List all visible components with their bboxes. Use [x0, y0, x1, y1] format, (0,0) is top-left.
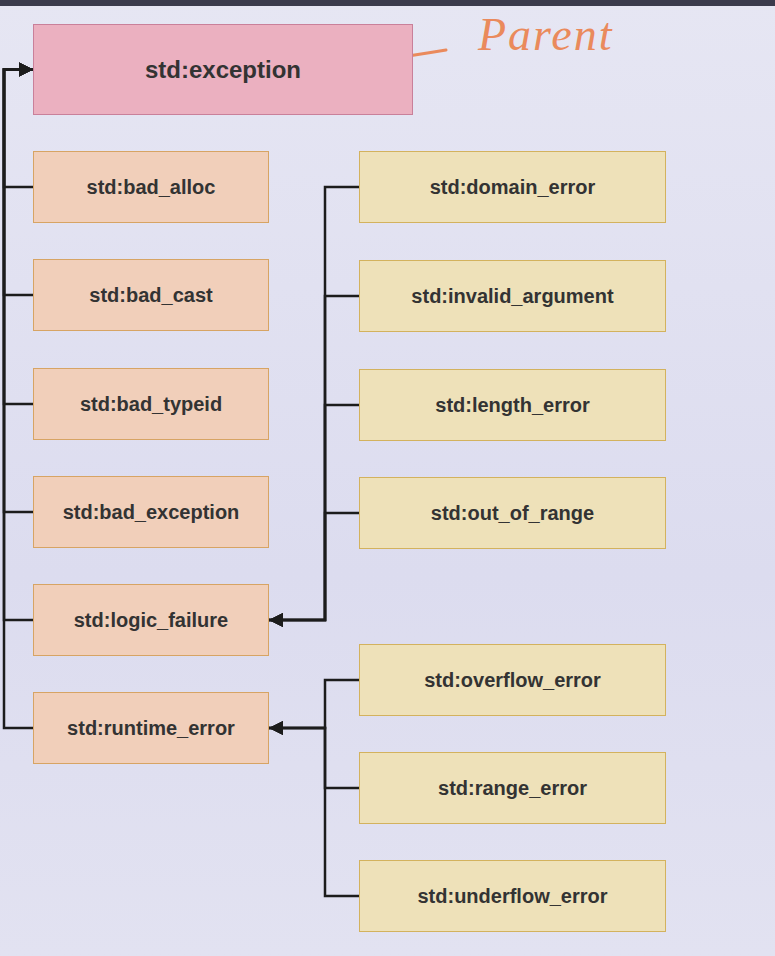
- class-name: std:out_of_range: [431, 502, 594, 525]
- handwritten-note: Parent: [478, 8, 614, 61]
- parent-class-box: std:exception: [33, 24, 413, 115]
- exception-class-box: std:bad_cast: [33, 259, 269, 331]
- inheritance-connector: [4, 70, 33, 296]
- arrow-head: [269, 613, 283, 627]
- exception-class-box: std:logic_failure: [33, 584, 269, 656]
- inheritance-connector: [4, 70, 33, 188]
- inheritance-connector: [4, 70, 33, 405]
- exception-class-box: std:range_error: [359, 752, 666, 824]
- top-bar: [0, 0, 775, 6]
- arrow-head: [19, 63, 33, 77]
- exception-class-box: std:bad_exception: [33, 476, 269, 548]
- class-name: std:bad_typeid: [80, 393, 222, 416]
- inheritance-connector: [269, 187, 359, 620]
- exception-class-box: std:out_of_range: [359, 477, 666, 549]
- arrow-head: [269, 721, 283, 735]
- inheritance-connector: [4, 70, 33, 729]
- inheritance-connector: [269, 728, 359, 788]
- arrow-head: [269, 613, 283, 627]
- class-name: std:domain_error: [430, 176, 596, 199]
- class-name: std:runtime_error: [67, 717, 235, 740]
- arrow-head: [19, 63, 33, 77]
- arrow-head: [269, 613, 283, 627]
- class-name: std:overflow_error: [424, 669, 601, 692]
- class-name: std:bad_alloc: [87, 176, 216, 199]
- class-name: std:range_error: [438, 777, 587, 800]
- exception-class-box: std:domain_error: [359, 151, 666, 223]
- inheritance-connector: [269, 513, 359, 620]
- exception-class-box: std:runtime_error: [33, 692, 269, 764]
- exception-class-box: std:bad_alloc: [33, 151, 269, 223]
- arrow-head: [269, 613, 283, 627]
- class-name: std:exception: [145, 56, 301, 84]
- class-name: std:invalid_argument: [411, 285, 613, 308]
- exception-class-box: std:overflow_error: [359, 644, 666, 716]
- arrow-head: [269, 721, 283, 735]
- inheritance-connector: [269, 405, 359, 620]
- inheritance-connector: [4, 70, 33, 621]
- arrow-head: [269, 721, 283, 735]
- exception-class-box: std:bad_typeid: [33, 368, 269, 440]
- class-name: std:underflow_error: [417, 885, 607, 908]
- exception-class-box: std:length_error: [359, 369, 666, 441]
- inheritance-connector: [269, 728, 359, 896]
- class-name: std:length_error: [435, 394, 589, 417]
- arrow-head: [19, 63, 33, 77]
- arrow-head: [19, 63, 33, 77]
- class-name: std:bad_cast: [89, 284, 212, 307]
- exception-class-box: std:invalid_argument: [359, 260, 666, 332]
- inheritance-connector: [269, 680, 359, 728]
- class-name: std:logic_failure: [74, 609, 228, 632]
- exception-class-box: std:underflow_error: [359, 860, 666, 932]
- inheritance-connector: [269, 296, 359, 620]
- class-name: std:bad_exception: [63, 501, 240, 524]
- arrow-head: [19, 63, 33, 77]
- arrow-head: [19, 63, 33, 77]
- inheritance-connector: [4, 70, 33, 513]
